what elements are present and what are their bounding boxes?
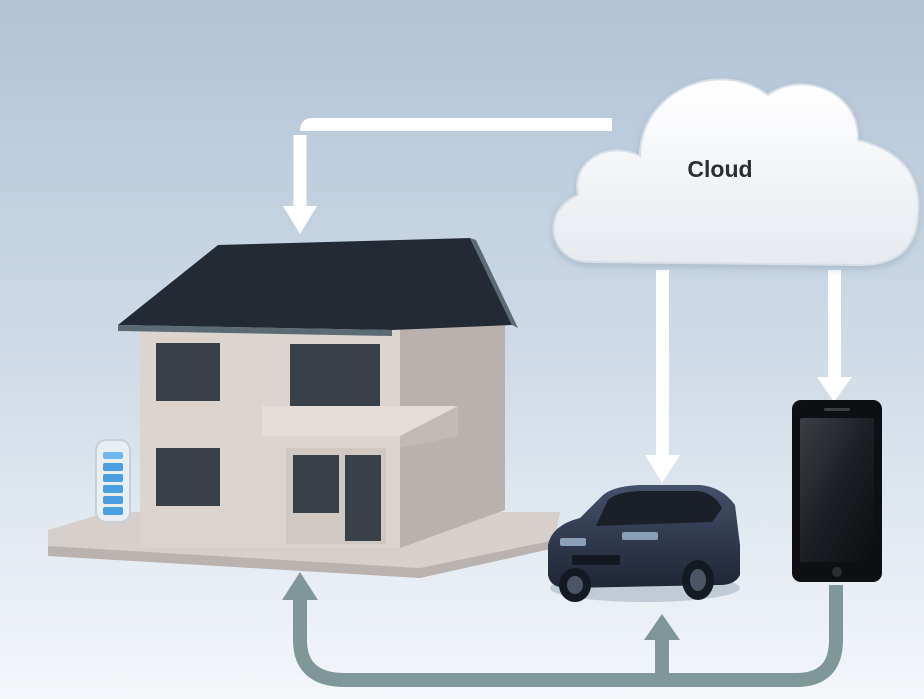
smartphone-icon <box>792 400 882 582</box>
arrow-cloud-to-phone <box>817 270 852 402</box>
cloud-label: Cloud <box>687 156 753 182</box>
arrow-cloud-to-car <box>645 270 680 483</box>
cloud-icon <box>552 78 920 267</box>
arrow-phone-to-house-and-car <box>282 572 843 687</box>
house-icon <box>48 238 560 578</box>
arrow-cloud-to-house <box>283 118 612 234</box>
car-icon <box>548 485 740 602</box>
battery-icon <box>95 439 131 523</box>
